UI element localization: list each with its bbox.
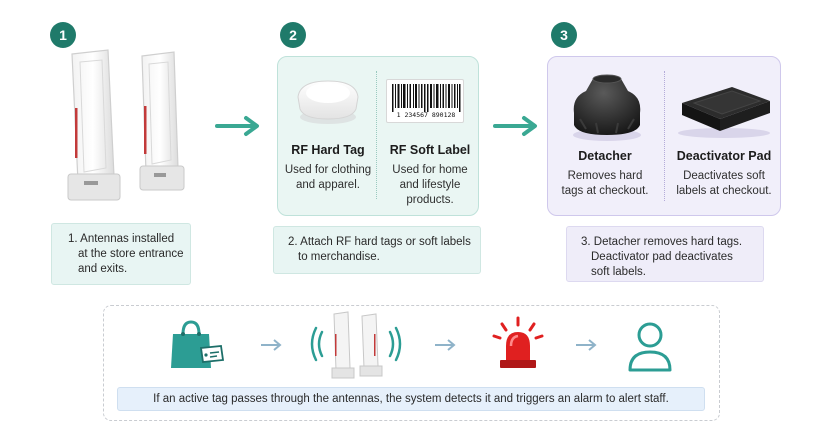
antenna-signal-icon <box>310 311 402 379</box>
alarm-flow-box <box>103 305 720 421</box>
item-divider <box>664 71 665 201</box>
deactivator-pad-desc-line-1: Deactivates soft <box>683 170 765 182</box>
arrow-right-icon <box>435 339 456 351</box>
rf-soft-label-desc-line-2: and lifestyle <box>399 179 461 191</box>
barcode-digits: 1 234567 890128 <box>396 111 456 119</box>
alarm-siren-icon <box>492 316 544 368</box>
arrow-right-icon <box>215 116 259 136</box>
step-2-panel: RF Hard Tag Used for clothing and appare… <box>277 56 479 216</box>
detacher-desc: Removes hard tags at checkout. <box>548 169 662 199</box>
step-2-caption-line-1: 2. Attach RF hard tags or soft labels <box>288 236 471 248</box>
step-1-caption-line-3: and exits. <box>78 263 128 275</box>
rf-soft-label-desc-line-3: products. <box>406 194 454 206</box>
price-tag-icon <box>199 345 225 363</box>
step-1-caption-line-2: at the store entrance <box>78 248 184 260</box>
rf-soft-label-desc: Used for home and lifestyle products. <box>380 163 480 208</box>
step-2-badge: 2 <box>280 22 306 48</box>
step-3-caption-line-3: soft labels. <box>591 266 646 278</box>
rf-hard-tag-title: RF Hard Tag <box>291 143 365 157</box>
rf-hard-tag-desc: Used for clothing and apparel. <box>278 163 378 193</box>
deactivator-pad-image <box>678 87 770 138</box>
step-1-caption: 1. Antennas installed at the store entra… <box>51 223 191 285</box>
shopping-bag-icon <box>171 320 225 368</box>
step-3-caption: 3. Detacher removes hard tags. Deactivat… <box>566 226 764 282</box>
arrow-right-icon <box>576 339 597 351</box>
item-divider <box>376 71 377 199</box>
step-3-caption-line-2: Deactivator pad deactivates <box>591 251 733 263</box>
arrow-right-icon <box>261 339 282 351</box>
detacher-desc-line-2: tags at checkout. <box>561 185 649 197</box>
rf-soft-label-desc-line-1: Used for home <box>392 164 468 176</box>
staff-person-icon <box>628 322 672 372</box>
rf-hard-tag-image <box>297 80 359 124</box>
arrow-right-icon <box>493 116 537 136</box>
barcode-icon <box>392 84 461 112</box>
step-1-badge: 1 <box>50 22 76 48</box>
step-1-caption-line-1: 1. Antennas installed <box>68 233 175 245</box>
deactivator-pad-desc-line-2: labels at checkout. <box>676 185 772 197</box>
alarm-message: If an active tag passes through the ante… <box>117 387 705 411</box>
step-3-badge: 3 <box>551 22 577 48</box>
detacher-desc-line-1: Removes hard <box>567 170 643 182</box>
deactivator-pad-desc: Deactivates soft labels at checkout. <box>666 169 782 199</box>
detacher-title: Detacher <box>578 149 632 163</box>
antenna-gates-image <box>67 49 185 201</box>
rf-soft-label-title: RF Soft Label <box>389 143 471 157</box>
deactivator-pad-title: Deactivator Pad <box>676 149 772 163</box>
step-2-caption: 2. Attach RF hard tags or soft labels to… <box>273 226 481 274</box>
detacher-image <box>573 74 641 141</box>
step-3-caption-line-1: 3. Detacher removes hard tags. <box>581 236 743 248</box>
step-2-caption-line-2: to merchandise. <box>298 251 380 263</box>
rf-hard-tag-desc-line-2: and apparel. <box>296 179 360 191</box>
rf-hard-tag-desc-line-1: Used for clothing <box>284 164 372 176</box>
step-3-panel: Detacher Removes hard tags at checkout. … <box>547 56 781 216</box>
rf-soft-label-image: 1 234567 890128 <box>386 79 464 123</box>
